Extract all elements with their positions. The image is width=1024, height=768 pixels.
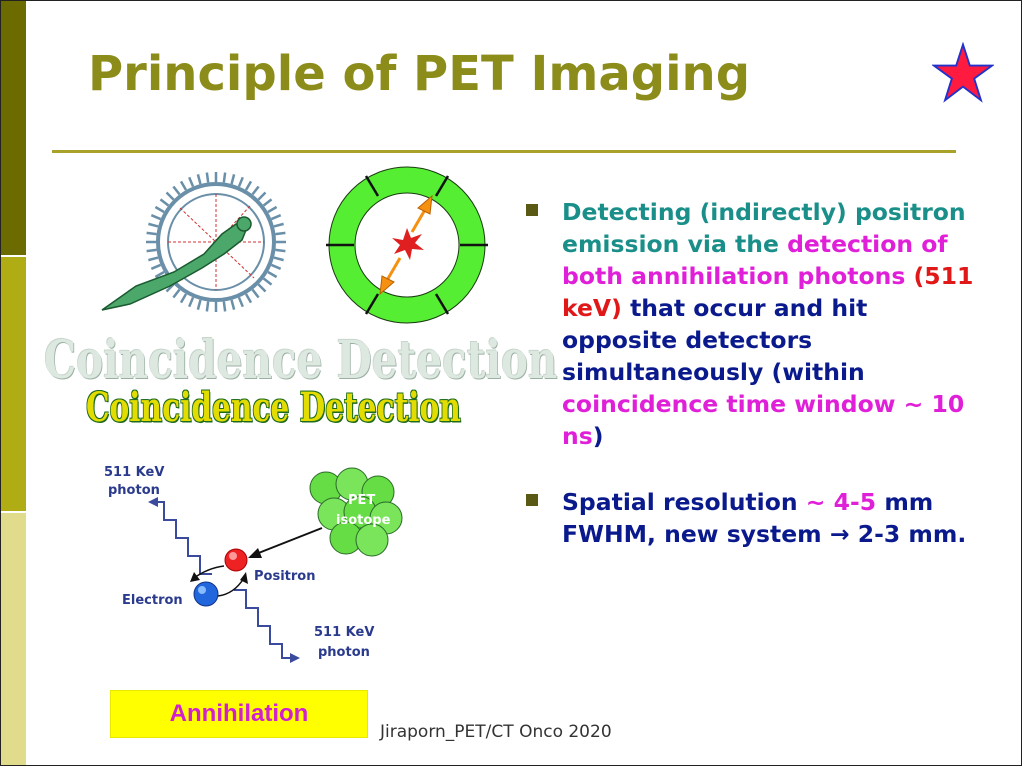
detector-tick xyxy=(230,174,236,185)
square-bullet-icon xyxy=(526,494,538,506)
detector-tick xyxy=(148,222,159,228)
detector-tick xyxy=(154,270,165,279)
bullet-1-text-3: (511 keV) xyxy=(562,262,974,322)
label-photon-top-energy: 511 KeV xyxy=(104,465,164,480)
detector-tick xyxy=(222,172,227,183)
footer-credit: Jiraporn_PET/CT Onco 2020 xyxy=(380,722,612,742)
title-divider xyxy=(52,150,956,153)
label-electron: Electron xyxy=(122,593,183,608)
detector-tick xyxy=(165,283,175,293)
wordart-coincidence-detection-shadow: Coincidence Detection xyxy=(44,330,558,391)
slide-title: Principle of PET Imaging xyxy=(88,46,751,102)
detector-tick xyxy=(267,270,278,279)
bullet-detecting: Detecting (indirectly) positron emission… xyxy=(522,196,982,452)
detector-tick xyxy=(251,288,260,299)
detector-tick xyxy=(244,293,253,304)
square-bullet-icon xyxy=(526,204,538,216)
label-photon-top: photon xyxy=(108,483,160,498)
detector-tick xyxy=(251,185,260,196)
sidebar-band-1 xyxy=(1,1,26,255)
sidebar-band-4 xyxy=(1,511,26,513)
sidebar-band-2 xyxy=(1,255,26,257)
detector-tick xyxy=(150,214,162,221)
bullet-2-text-2: ~ 4-5 xyxy=(805,488,877,516)
detector-tick xyxy=(275,231,286,236)
detector-tick xyxy=(179,293,188,304)
detector-tick xyxy=(275,248,286,253)
pet-scanner-illustration xyxy=(101,172,286,312)
sidebar-band-5 xyxy=(1,513,26,765)
annihilation-caption: Annihilation xyxy=(169,700,309,727)
detector-tick xyxy=(205,172,210,183)
detector-tick xyxy=(273,256,284,262)
detector-tick xyxy=(262,277,273,286)
label-isotope: isotope xyxy=(336,513,391,528)
detector-tick xyxy=(230,299,236,310)
bullet-1-text-2: detection of both annihilation photons xyxy=(562,230,948,290)
bullet-1-text-7: ) xyxy=(592,422,604,450)
bullet-2-text-3: mm FWHM, new system xyxy=(562,488,934,548)
detector-tick xyxy=(270,263,282,270)
label-pet: PET xyxy=(348,493,375,508)
detector-tick xyxy=(146,248,157,253)
bullet-2-text-4: 2-3 mm. xyxy=(857,520,967,548)
detector-tick xyxy=(188,176,195,188)
detector-tick xyxy=(244,180,253,191)
bullet-1-text-1: Detecting (indirectly) positron emission… xyxy=(562,198,966,258)
detector-tick xyxy=(188,296,195,308)
detector-tick xyxy=(205,301,210,312)
bullet-1-text-4: that occur and hit opposite detectors si… xyxy=(562,294,868,386)
wordart-coincidence-detection: Coincidence Detection xyxy=(86,384,461,431)
right-arrow-icon: → xyxy=(829,520,850,548)
bullet-2-text-1: Spatial resolution xyxy=(562,488,798,516)
detector-tick xyxy=(237,296,244,308)
detector-tick xyxy=(165,191,175,201)
label-photon-bottom-energy: 511 KeV xyxy=(314,625,374,640)
detector-tick xyxy=(159,198,170,207)
detector-tick xyxy=(262,198,273,207)
detector-tick xyxy=(267,205,278,214)
detector-tick xyxy=(148,256,159,262)
detector-tick xyxy=(222,301,227,312)
annihilation-caption-box: Annihilation xyxy=(110,690,368,738)
detector-tick xyxy=(150,263,162,270)
detector-tick xyxy=(146,231,157,236)
detector-tick xyxy=(196,299,202,310)
annihilation-diagram: 511 KeV photon Positron Electron 511 KeV… xyxy=(104,465,403,663)
detector-tick xyxy=(179,180,188,191)
sidebar-band-3 xyxy=(1,257,26,511)
detector-tick xyxy=(154,205,165,214)
detector-ring-illustration xyxy=(326,166,488,324)
detector-tick xyxy=(270,214,282,221)
detector-tick xyxy=(237,176,244,188)
bullet-1-text-6: ~ 10 ns xyxy=(562,390,965,450)
label-positron: Positron xyxy=(254,569,315,584)
star-icon xyxy=(932,42,994,103)
bullet-spatial-resolution: Spatial resolution ~ 4-5 mm FWHM, new sy… xyxy=(522,486,982,550)
detector-tick xyxy=(273,222,284,228)
detector-tick xyxy=(172,288,181,299)
bullet-list: Detecting (indirectly) positron emission… xyxy=(522,196,982,550)
detector-tick xyxy=(257,191,267,201)
label-photon-bottom: photon xyxy=(318,645,370,660)
detector-tick xyxy=(172,185,181,196)
detector-tick xyxy=(196,174,202,185)
bullet-1-text-5: coincidence time window xyxy=(562,390,896,418)
detector-tick xyxy=(257,283,267,293)
